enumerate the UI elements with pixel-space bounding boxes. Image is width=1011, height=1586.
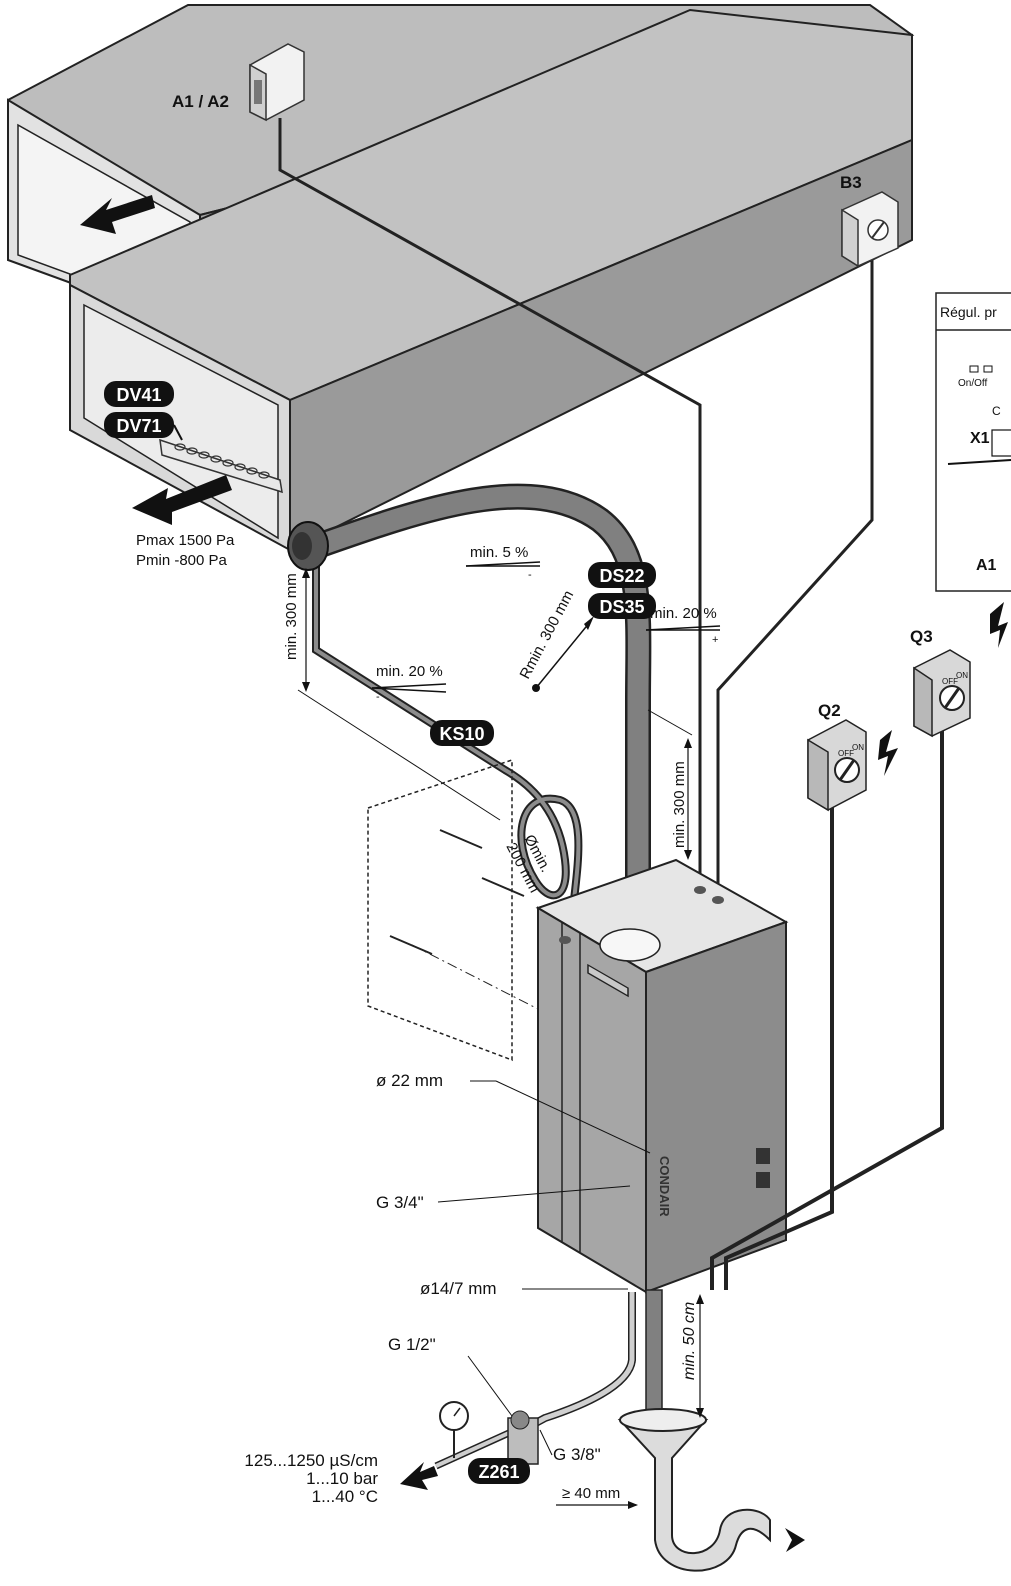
callout-g38: G 3/8" (539, 1429, 601, 1464)
svg-text:min. 20 %: min. 20 % (650, 605, 717, 622)
condensate-hose-ks10 (312, 550, 583, 942)
label-a1-a2: A1 / A2 (172, 92, 229, 111)
control-wiring (278, 118, 874, 900)
dimension-min300-right: min. 300 mm (647, 709, 693, 860)
airflow-arrow-out (80, 195, 155, 234)
svg-text:+: + (712, 634, 718, 646)
tag-dv71: DV71 (104, 412, 174, 438)
panel-a1: A1 (976, 557, 997, 574)
dimension-radius: Rmin. 300 mm (517, 588, 594, 692)
dimension-min300-left: min. 300 mm (283, 568, 501, 821)
humidistat-a1-a2 (249, 43, 305, 122)
label-pmax: Pmax 1500 Pa (136, 532, 235, 549)
airflow-arrow-in (132, 475, 232, 525)
svg-text:DV71: DV71 (116, 416, 161, 436)
panel-onoff: On/Off (958, 378, 987, 389)
svg-text:ON: ON (852, 743, 864, 752)
svg-text:1...10 bar: 1...10 bar (306, 1469, 378, 1488)
slope-left: min. 20 % - (371, 663, 447, 703)
lightning-q3 (990, 602, 1008, 648)
svg-text:G 3/8": G 3/8" (553, 1445, 601, 1464)
steam-hose-ds22-ds35 (307, 483, 652, 960)
svg-text:Z261: Z261 (478, 1462, 519, 1482)
svg-text:OFF: OFF (942, 677, 958, 686)
svg-text:ø 22 mm: ø 22 mm (376, 1071, 443, 1090)
hose-connector (287, 521, 329, 571)
drain-pipe (617, 1289, 805, 1572)
water-specs: 125...1250 µS/cm 1...10 bar 1...40 °C (244, 1451, 378, 1506)
dimension-loop: Ømin. 200 mm (502, 832, 554, 896)
label-q3: Q3 (910, 627, 933, 646)
svg-text:-: - (376, 691, 380, 703)
steam-distributor (159, 438, 283, 494)
wall-screws (389, 829, 541, 1011)
lightning-q2 (878, 730, 898, 776)
svg-text:min. 20 %: min. 20 % (376, 663, 443, 680)
tag-z261: Z261 (468, 1458, 530, 1484)
brand-logo: CONDAIR (657, 1156, 672, 1217)
slope-right: min. 20 % + (645, 605, 721, 646)
filter-valve-z261 (434, 1401, 539, 1470)
label-q2: Q2 (818, 701, 841, 720)
svg-text:G 1/2": G 1/2" (388, 1335, 436, 1354)
svg-text:1...40 °C: 1...40 °C (312, 1487, 378, 1506)
svg-text:min. 300 mm: min. 300 mm (671, 761, 688, 848)
front-duct (69, 8, 913, 552)
label-pmin: Pmin -800 Pa (136, 552, 228, 569)
svg-text:ON: ON (956, 671, 968, 680)
svg-text:≥ 40 mm: ≥ 40 mm (562, 1485, 620, 1502)
tag-ks10: KS10 (430, 720, 494, 746)
svg-text:Rmin. 300 mm: Rmin. 300 mm (517, 588, 578, 682)
svg-text:OFF: OFF (838, 749, 854, 758)
panel-c: C (992, 404, 1001, 418)
panel-title: Régul. pr (940, 304, 997, 320)
dimension-min50: min. 50 cm (681, 1294, 704, 1418)
svg-text:min. 300 mm: min. 300 mm (283, 573, 300, 660)
callout-g12: G 1/2" (388, 1335, 513, 1417)
humidifier-unit (535, 858, 789, 1294)
svg-text:DS35: DS35 (599, 597, 644, 617)
power-cables (710, 686, 944, 1290)
switch-q2: OFF ON (807, 719, 867, 812)
svg-text:KS10: KS10 (439, 724, 484, 744)
water-supply-hose (530, 1292, 636, 1429)
wall-mount-outline (367, 758, 513, 1062)
svg-text:DV41: DV41 (116, 385, 161, 405)
tag-dv41: DV41 (104, 381, 174, 407)
svg-text:-: - (528, 569, 532, 581)
svg-text:ø14/7 mm: ø14/7 mm (420, 1279, 497, 1298)
water-inlet-arrow (400, 1462, 438, 1490)
callout-d22: ø 22 mm (376, 1071, 651, 1154)
svg-text:G 3/4": G 3/4" (376, 1193, 424, 1212)
label-b3: B3 (840, 173, 862, 192)
callout-d147: ø14/7 mm (420, 1279, 628, 1298)
svg-text:min. 50 cm: min. 50 cm (681, 1302, 698, 1380)
slope-hose-top: min. 5 % - (465, 544, 541, 581)
svg-text:125...1250 µS/cm: 125...1250 µS/cm (244, 1451, 378, 1470)
tag-ds22: DS22 (588, 562, 656, 588)
svg-text:min. 5 %: min. 5 % (470, 544, 528, 561)
control-panel-box: Régul. pr On/Off C X1 A1 (935, 292, 1011, 592)
switch-q3: OFF ON (913, 649, 971, 738)
dimension-ge40: ≥ 40 mm (556, 1485, 638, 1509)
tag-ds35: DS35 (588, 593, 656, 619)
sensor-b3 (841, 191, 899, 268)
svg-text:DS22: DS22 (599, 566, 644, 586)
panel-x1: X1 (970, 430, 990, 447)
callout-g34: G 3/4" (376, 1185, 631, 1212)
